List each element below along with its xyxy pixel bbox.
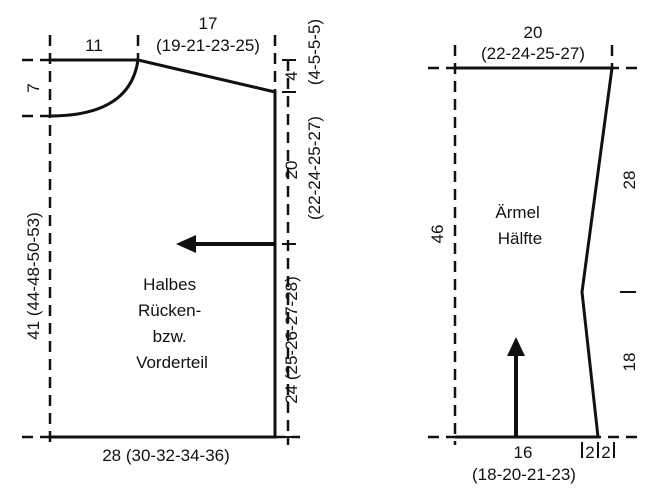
body-dim-armhole-sizes: (22-24-25-27) [305, 116, 324, 220]
sleeve-dim-upper: 28 [620, 171, 639, 190]
body-label: Halbes Rücken- bzw. Vorderteil [136, 275, 208, 372]
body-dim-shoulder-width-sizes: (19-21-23-25) [156, 36, 260, 55]
sleeve-dim-taper-right: 2 [601, 443, 610, 462]
sleeve-label: Ärmel Hälfte [495, 203, 544, 248]
sleeve-dim-length: 46 [428, 225, 447, 244]
body-dim-bottom-width: 28 (30-32-34-36) [102, 446, 230, 465]
sleeve-dim-cuff-width: 16 [514, 443, 533, 462]
sleeve-arrowhead [507, 337, 525, 356]
body-arrowhead [176, 235, 196, 253]
sleeve-piece: Ärmel Hälfte 20 (22-24-25-27) 46 28 18 1… [428, 23, 639, 484]
body-dim-neck-depth: 7 [24, 83, 43, 92]
body-dim-armhole: 20 [282, 161, 301, 180]
body-dim-neck-width: 11 [85, 36, 103, 55]
body-piece: Halbes Rücken- bzw. Vorderteil 11 17 (19… [22, 14, 324, 465]
sleeve-dim-lower: 18 [620, 353, 639, 372]
body-dim-shoulder-slope: 4 [282, 71, 301, 80]
body-dim-side: 24 (25-26-27-28) [282, 276, 301, 404]
body-dim-total-length: 41 (44-48-50-53) [24, 212, 43, 340]
sleeve-dim-top-width-sizes: (22-24-25-27) [481, 44, 585, 63]
sleeve-outline [455, 66, 614, 439]
sleeve-dim-top-width: 20 [524, 23, 543, 42]
sleeve-dim-cuff-width-sizes: (18-20-21-23) [472, 465, 576, 484]
body-outline [49, 58, 277, 439]
body-dim-shoulder-width: 17 [199, 14, 218, 33]
sleeve-dim-taper-left: 2 [585, 443, 594, 462]
body-dim-shoulder-slope-sizes: (4-5-5-5) [305, 19, 324, 85]
